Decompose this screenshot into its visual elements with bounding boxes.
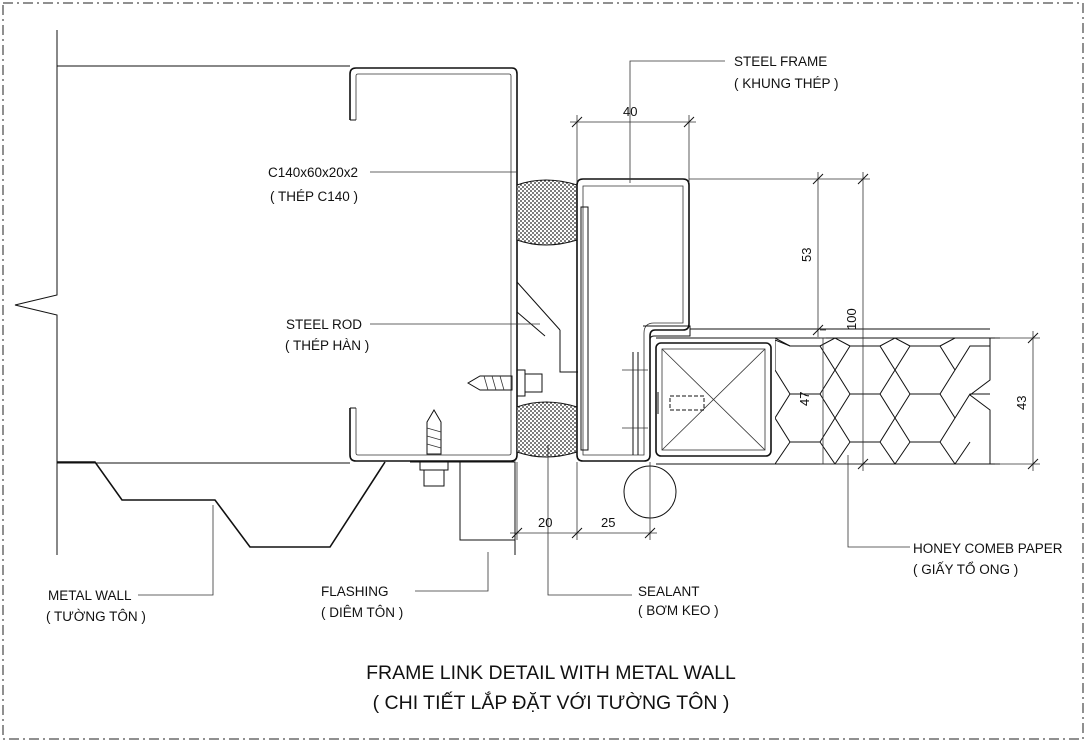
dim-20: 20 xyxy=(538,515,552,530)
steel-frame xyxy=(576,178,691,519)
dim-47: 47 xyxy=(797,392,812,406)
steel-frame-label: STEEL FRAME xyxy=(734,54,827,69)
drawing-title: FRAME LINK DETAIL WITH METAL WALL xyxy=(366,662,736,684)
honeycomb-core xyxy=(775,338,990,464)
screw-horizontal xyxy=(467,369,543,397)
honeycomb-label: HONEY COMEB PAPER xyxy=(913,541,1063,556)
metal-wall-label-vi: ( TƯỜNG TÔN ) xyxy=(46,609,146,624)
drawing-subtitle: ( CHI TIẾT LẮP ĐẶT VỚI TƯỜNG TÔN ) xyxy=(373,690,730,714)
flashing xyxy=(410,461,516,555)
metal-wall xyxy=(14,30,386,555)
sealant-top xyxy=(516,179,578,246)
sealant-label-vi: ( BƠM KEO ) xyxy=(638,603,719,618)
steel-rod xyxy=(516,281,578,373)
steel-rod-label: STEEL ROD xyxy=(286,317,362,332)
leaders xyxy=(138,60,910,596)
honeycomb-label-vi: ( GIẤY TỔ ONG ) xyxy=(913,562,1018,577)
dim-40: 40 xyxy=(623,104,637,119)
steel-frame-label-vi: ( KHUNG THÉP ) xyxy=(734,76,839,91)
sealant-label: SEALANT xyxy=(638,584,700,599)
dimension-40 xyxy=(570,115,696,183)
c140-channel xyxy=(349,67,518,462)
flashing-label: FLASHING xyxy=(321,584,389,599)
screw-vertical xyxy=(419,409,449,487)
dim-53: 53 xyxy=(799,248,814,262)
c140-label-vi: ( THÉP C140 ) xyxy=(270,189,358,204)
dimension-bottom xyxy=(510,462,657,540)
dimension-vertical-right xyxy=(689,172,1040,471)
dim-43: 43 xyxy=(1014,396,1029,410)
metal-wall-label: METAL WALL xyxy=(48,588,132,603)
c140-label: C140x60x20x2 xyxy=(268,165,358,180)
dim-100: 100 xyxy=(844,308,859,330)
dim-25: 25 xyxy=(601,515,615,530)
steel-rod-label-vi: ( THÉP HÀN ) xyxy=(285,338,369,353)
sealant-bottom xyxy=(516,401,578,458)
flashing-label-vi: ( DIÊM TÔN ) xyxy=(321,605,403,620)
door-leaf xyxy=(655,328,1000,465)
